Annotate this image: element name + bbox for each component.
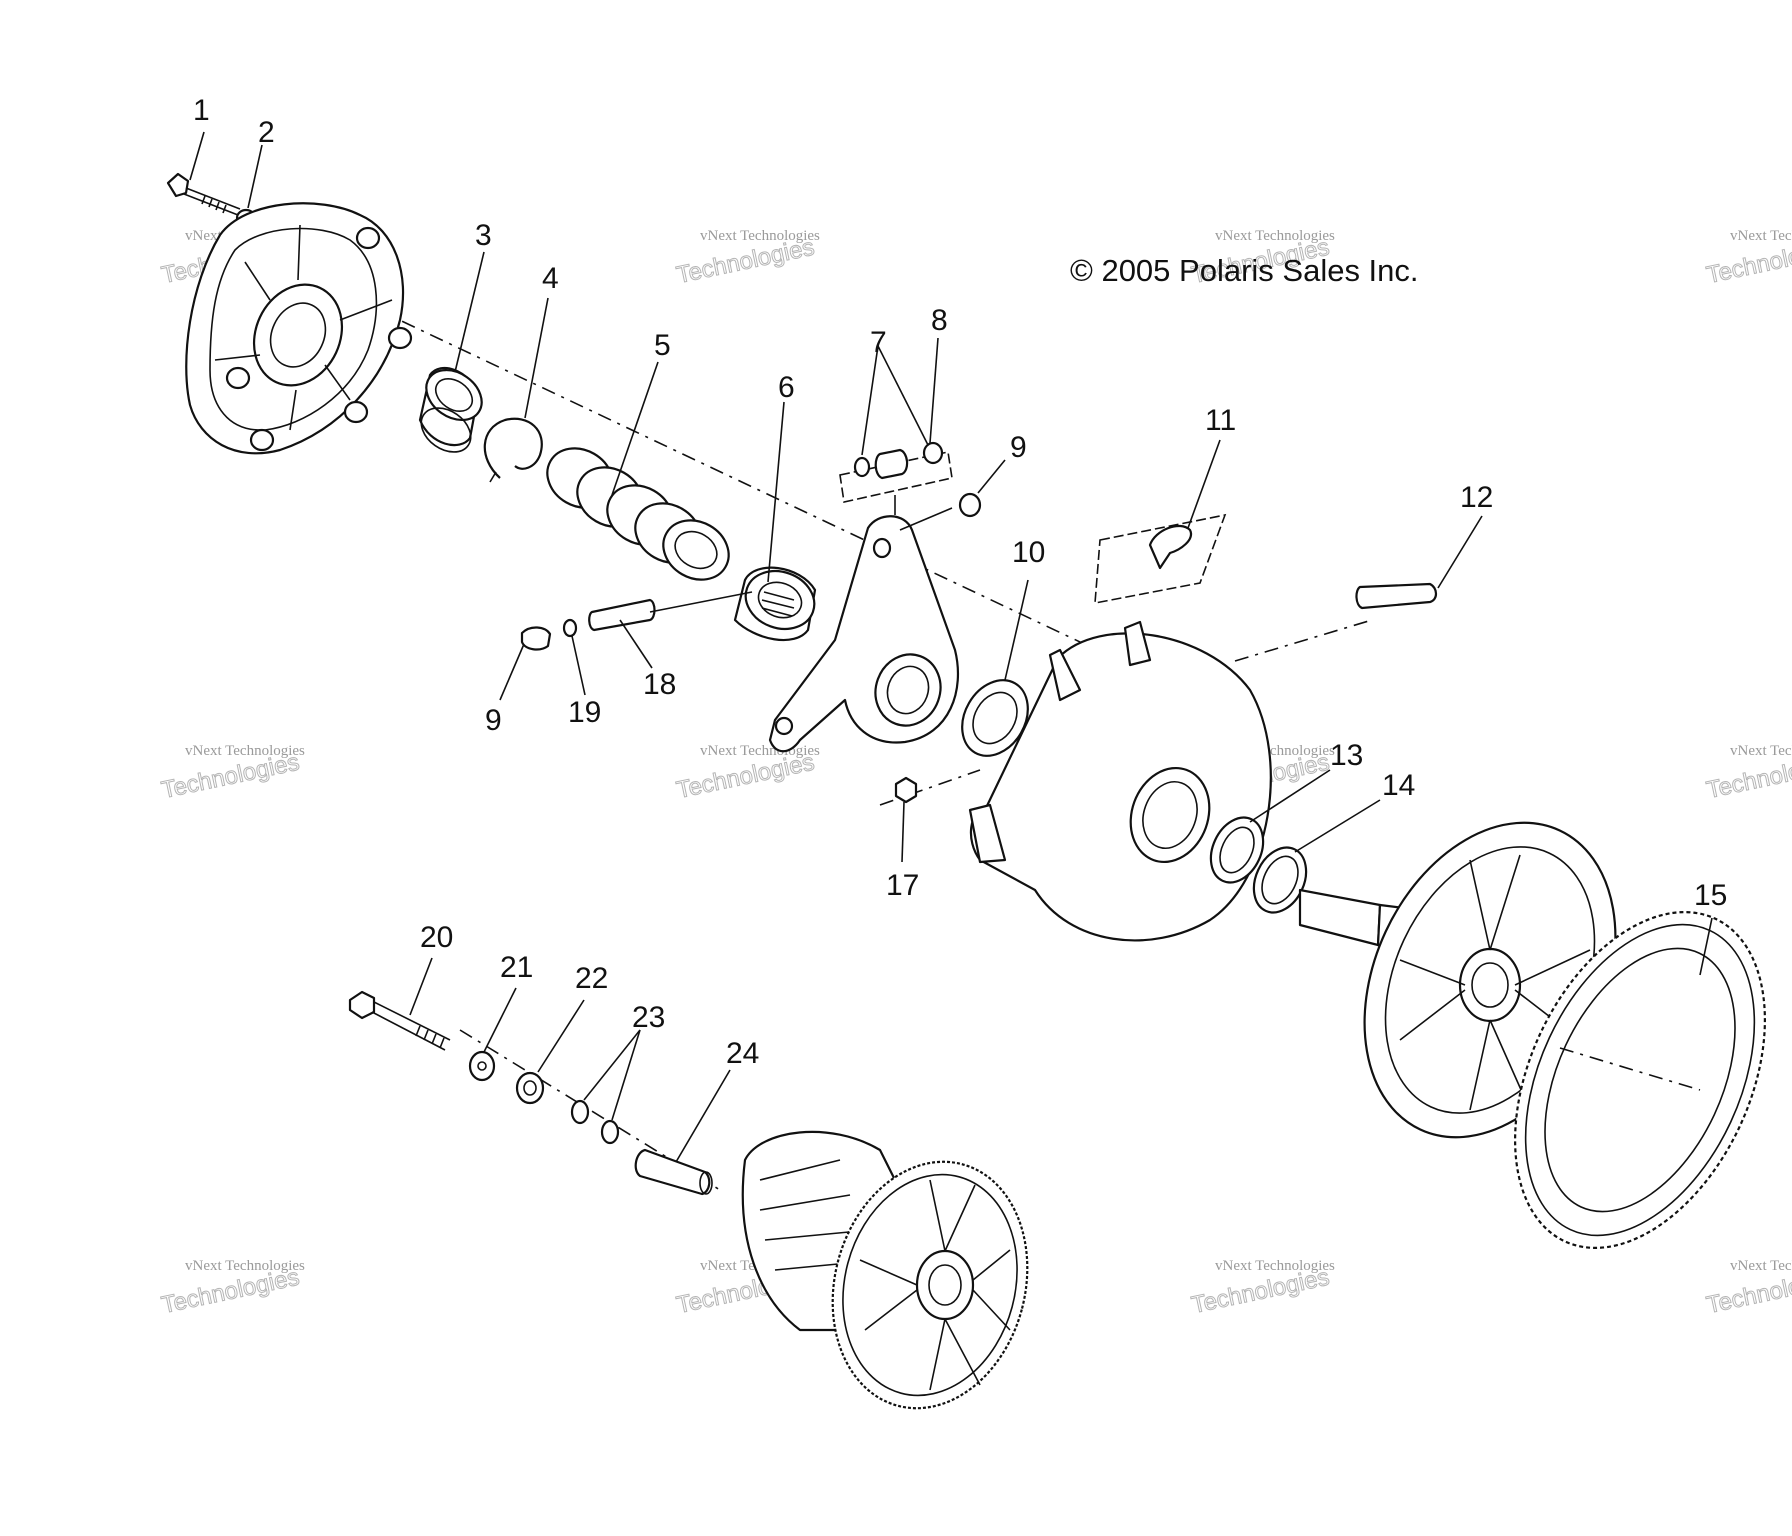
callout-9-upper: 9 xyxy=(1010,431,1027,464)
callout-14: 14 xyxy=(1382,769,1415,802)
watermark-line-1: vNext Technologies xyxy=(185,743,305,759)
part-1-bolt xyxy=(166,172,241,216)
watermark-line-1: vNext Technologies xyxy=(1730,1258,1792,1274)
callout-21: 21 xyxy=(500,951,533,984)
part-9-19-18-pin-set xyxy=(520,591,753,651)
callout-8: 8 xyxy=(931,304,948,337)
part-20-bolt xyxy=(348,990,451,1051)
callout-20: 20 xyxy=(420,921,453,954)
drive-clutch-assembly xyxy=(741,1130,1029,1410)
part-5-spring xyxy=(546,447,730,581)
watermark-line-1: vNext Technologies xyxy=(1215,1258,1335,1274)
callout-2: 2 xyxy=(258,116,275,149)
watermark-line-1: vNext Technologies xyxy=(185,1258,305,1274)
spider-arm xyxy=(768,495,959,753)
moveable-sheave xyxy=(968,513,1272,942)
callout-5: 5 xyxy=(654,329,671,362)
callout-13: 13 xyxy=(1330,739,1363,772)
callout-17: 17 xyxy=(886,869,919,902)
callout-15: 15 xyxy=(1694,879,1727,912)
callout-4: 4 xyxy=(542,262,559,295)
part-13-bushing xyxy=(1209,816,1265,884)
callout-23: 23 xyxy=(632,1001,665,1034)
part-22-washer xyxy=(515,1071,545,1105)
callout-leader-lines xyxy=(189,131,1713,1163)
part-7-8-roller-set xyxy=(839,441,982,518)
callout-9-lower: 9 xyxy=(485,704,502,737)
part-21-washer xyxy=(468,1050,496,1082)
watermark-line-1: vNext Technologies xyxy=(1730,743,1792,759)
callout-18: 18 xyxy=(643,668,676,701)
watermark-line-1: vNext Technologies xyxy=(1730,228,1792,244)
callout-19: 19 xyxy=(568,696,601,729)
callout-11: 11 xyxy=(1205,404,1236,437)
callout-22: 22 xyxy=(575,962,608,995)
part-6-spring-cup xyxy=(733,566,817,642)
part-12-pin xyxy=(1355,582,1438,610)
part-15-ring-gear xyxy=(1514,911,1766,1249)
copyright-text: © 2005 Polaris Sales Inc. xyxy=(1070,253,1419,288)
watermark-line-1: vNext Technologies xyxy=(700,228,820,244)
callout-1: 1 xyxy=(193,94,210,127)
cover-plate xyxy=(185,202,413,455)
callout-numbers: 1 2 3 4 5 6 7 8 9 9 10 11 12 13 14 15 17… xyxy=(193,94,1727,1070)
part-4-snap-ring xyxy=(483,417,543,483)
part-17-nut xyxy=(894,776,918,804)
callout-6: 6 xyxy=(778,371,795,404)
part-24-spacer-tube xyxy=(634,1148,713,1196)
part-23-o-rings xyxy=(570,1099,620,1145)
callout-24: 24 xyxy=(726,1037,759,1070)
callout-7: 7 xyxy=(870,326,887,359)
callout-3: 3 xyxy=(475,219,492,252)
callout-10: 10 xyxy=(1012,536,1045,569)
part-3-bushing-ring xyxy=(418,366,483,453)
callout-12: 12 xyxy=(1460,481,1493,514)
watermark-line-1: vNext Technologies xyxy=(1215,228,1335,244)
